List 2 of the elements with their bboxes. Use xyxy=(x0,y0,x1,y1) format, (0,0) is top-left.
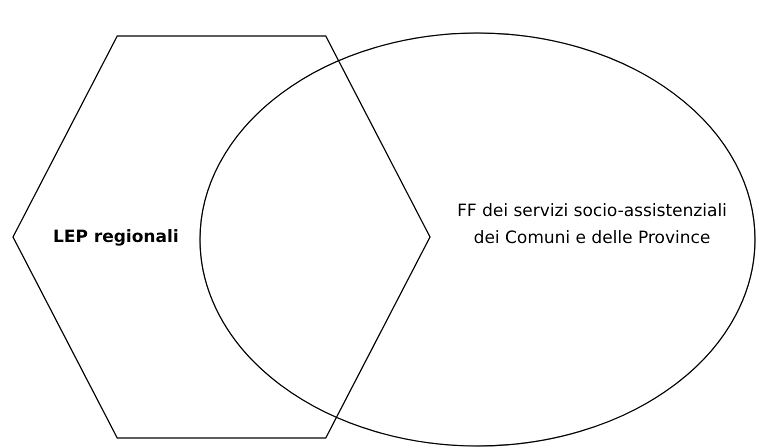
shape-label: LEP regionali xyxy=(53,226,180,249)
shape-label: FF dei servizi socio-assistenziali dei Comuni e delle Province xyxy=(456,200,728,250)
